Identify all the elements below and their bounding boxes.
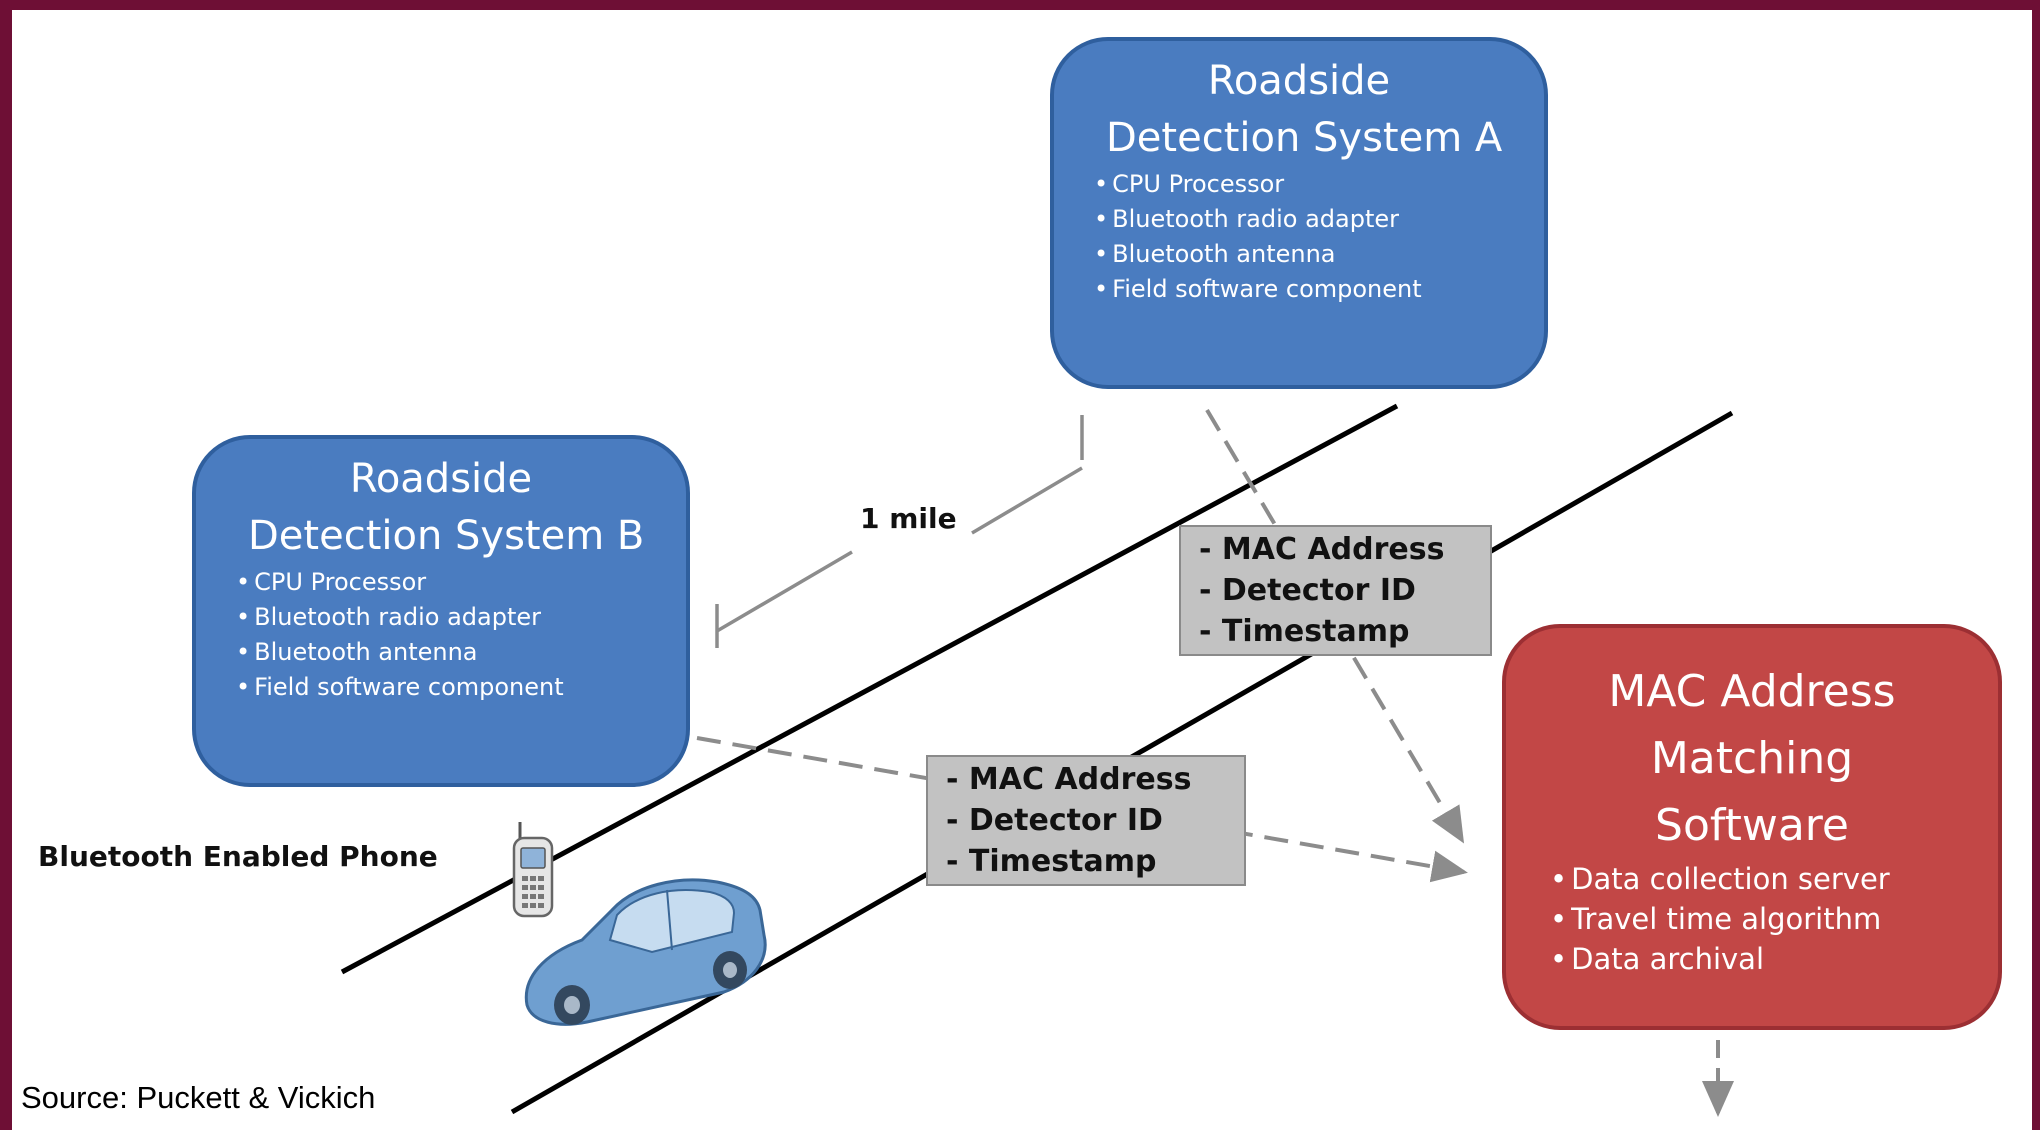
system-b-title-line2: Detection System B: [248, 513, 645, 559]
list-item: Data archival: [1550, 939, 1998, 979]
data-packet-upper: MAC Address Detector ID Timestamp: [1179, 525, 1492, 656]
list-item: Travel time algorithm: [1550, 899, 1998, 939]
data-field: Timestamp: [946, 841, 1226, 882]
matching-title-line1: MAC Address: [1608, 666, 1896, 717]
system-a-title-line2: Detection System A: [1106, 115, 1503, 161]
source-caption: Source: Puckett & Vickich: [21, 1080, 376, 1115]
arrow-a-to-matching: [1205, 408, 1465, 844]
phone-icon: [512, 822, 554, 918]
data-field: Detector ID: [1199, 570, 1472, 611]
system-a-component-list: CPU Processor Bluetooth radio adapter Bl…: [1094, 167, 1544, 307]
data-field: MAC Address: [946, 759, 1226, 800]
list-item: Bluetooth antenna: [1094, 237, 1544, 272]
matching-title-line2: Matching: [1650, 733, 1854, 784]
list-item: Bluetooth antenna: [236, 635, 686, 670]
list-item: Data collection server: [1550, 859, 1998, 899]
road-scene: [340, 403, 1734, 1117]
distance-label: 1 mile: [860, 502, 957, 535]
matching-feature-list: Data collection server Travel time algor…: [1550, 859, 1998, 979]
data-field: Detector ID: [946, 800, 1226, 841]
phone-label: Bluetooth Enabled Phone: [38, 840, 438, 873]
list-item: CPU Processor: [1094, 167, 1544, 202]
matching-software: MAC Address Matching Software Data colle…: [1502, 624, 2002, 1030]
data-field: MAC Address: [1199, 529, 1472, 570]
distance-marker: [715, 415, 1084, 648]
arrow-b-to-matching: [696, 736, 1468, 883]
list-item: CPU Processor: [236, 565, 686, 600]
data-packet-lower: MAC Address Detector ID Timestamp: [926, 755, 1246, 886]
list-item: Bluetooth radio adapter: [236, 600, 686, 635]
detection-system-a: Roadside Detection System A CPU Processo…: [1050, 37, 1548, 389]
detection-system-b: Roadside Detection System B CPU Processo…: [192, 435, 690, 787]
car-icon: [524, 878, 767, 1026]
system-b-title-line1: Roadside: [349, 456, 533, 502]
system-b-component-list: CPU Processor Bluetooth radio adapter Bl…: [236, 565, 686, 705]
list-item: Field software component: [236, 670, 686, 705]
diagram-canvas: Roadside Detection System A CPU Processo…: [12, 10, 2032, 1130]
list-item: Bluetooth radio adapter: [1094, 202, 1544, 237]
matching-title-line3: Software: [1655, 800, 1849, 851]
system-a-title-line1: Roadside: [1207, 58, 1391, 104]
data-field: Timestamp: [1199, 611, 1472, 652]
list-item: Field software component: [1094, 272, 1544, 307]
